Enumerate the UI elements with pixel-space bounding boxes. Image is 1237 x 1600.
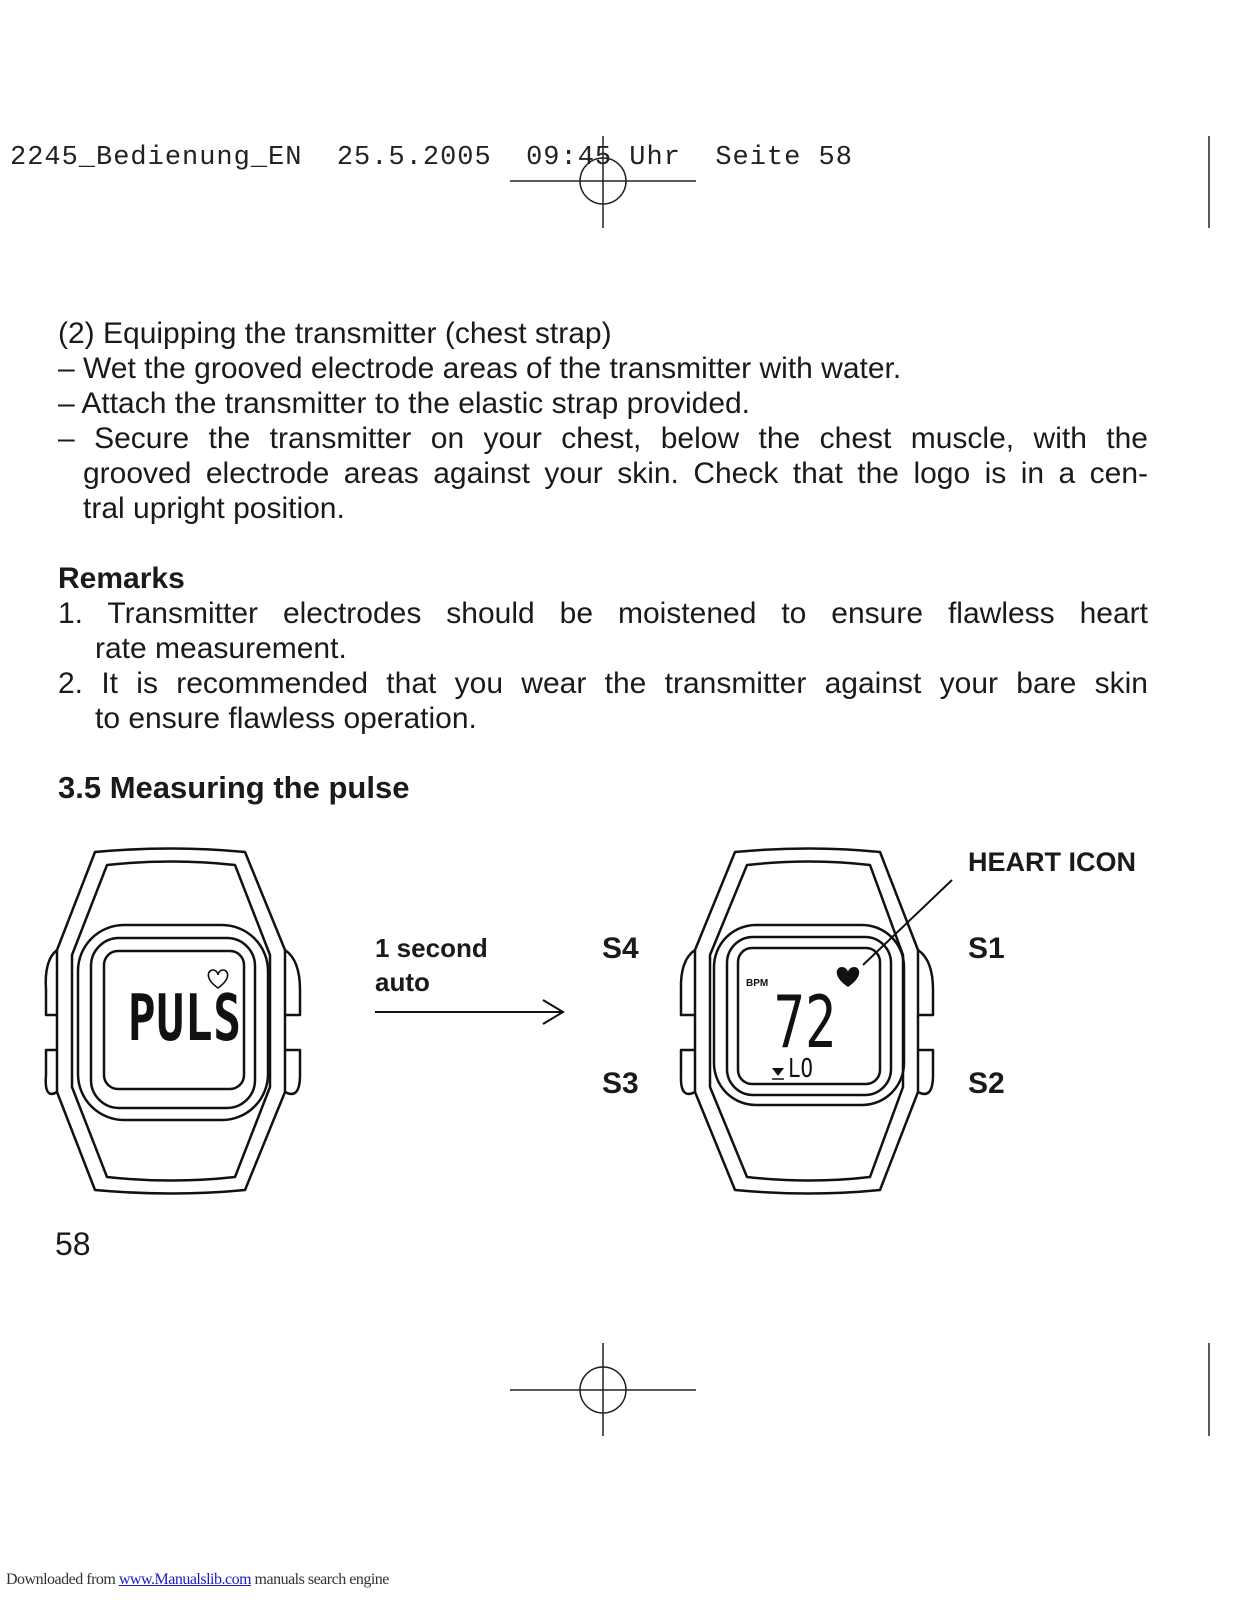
button-label-s2: S2 [968,1067,1005,1100]
footer-link[interactable]: www.Manualslib.com [118,1571,252,1588]
remark-1: 1. Transmitter electrodes should be mois… [58,597,1148,630]
footer-suffix: manuals search engine [251,1571,390,1588]
equip-title: (2) Equipping the transmitter (chest str… [58,317,612,350]
arrow-label-2: auto [375,967,430,997]
remark-2: 2. It is recommended that you wear the t… [58,667,1148,700]
remarks-heading: Remarks [58,562,185,595]
watch2-bpm-label: BPM [746,978,769,989]
arrow-label-1: 1 second [375,933,488,963]
equip-item-3-end: tral upright position. [83,492,345,525]
footer-prefix: Downloaded from [6,1571,119,1588]
page-number: 58 [55,1226,91,1262]
button-label-s3: S3 [602,1067,639,1100]
download-footer: Downloaded from www.Manualslib.com manua… [6,1571,389,1589]
equip-item-3: – Secure the transmitter on your chest, … [58,422,1148,455]
arrow-down-icon [772,1068,784,1076]
equip-item-1: – Wet the grooved electrode areas of the… [58,352,902,385]
equip-item-3-cont: grooved electrode areas against your ski… [83,457,1148,490]
remark-1-cont: rate measurement. [95,632,347,665]
heart-outline-icon [207,969,229,989]
button-label-s1: S1 [968,932,1005,965]
remark-2-cont: to ensure flawless operation. [95,702,477,735]
print-header: 2245_Bedienung_EN 25.5.2005 09:45 Uhr Se… [10,143,853,173]
header-date: 25.5.2005 [336,143,492,173]
header-doc-id: 2245_Bedienung_EN [10,143,303,173]
button-label-s4: S4 [602,932,639,965]
equip-item-2: – Attach the transmitter to the elastic … [58,387,751,420]
watch2-bpm-value: 72 [773,980,837,1064]
pulse-heading: 3.5 Measuring the pulse [58,770,410,805]
watch2-zone-label: LO [788,1054,814,1084]
heart-filled-icon [836,967,860,987]
header-page-label: Seite 58 [715,143,853,173]
heart-icon-callout: HEART ICON [968,847,1136,877]
